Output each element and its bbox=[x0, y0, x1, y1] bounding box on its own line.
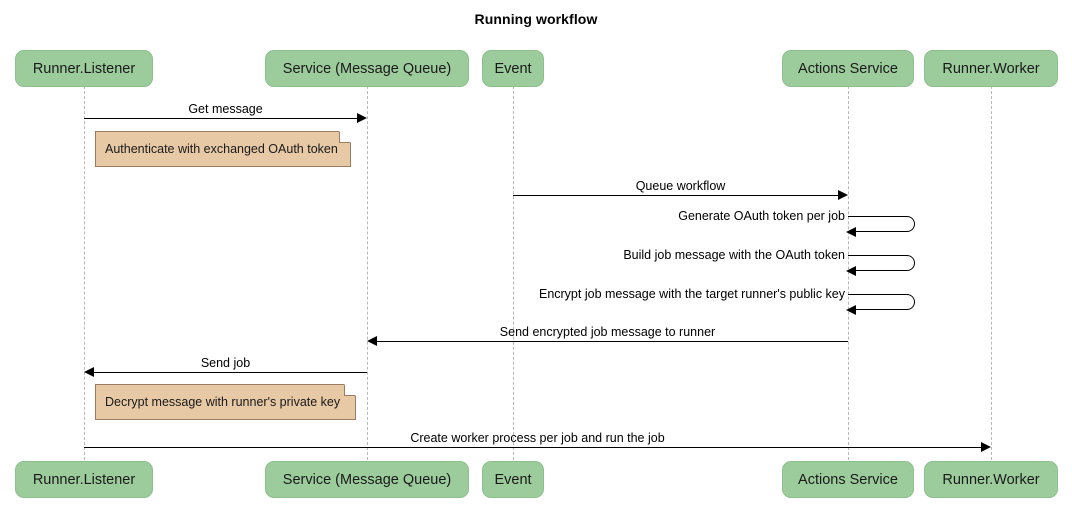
lifeline-event bbox=[513, 86, 514, 460]
message-label-build-job-message: Build job message with the OAuth token bbox=[623, 248, 845, 262]
participant-label: Runner.Worker bbox=[942, 60, 1040, 77]
arrowhead-encrypt-job-message bbox=[846, 305, 856, 315]
message-label-queue-workflow: Queue workflow bbox=[635, 179, 726, 193]
participant-event-top[interactable]: Event bbox=[482, 50, 544, 87]
message-line-create-worker-process bbox=[84, 447, 983, 448]
note-text: Authenticate with exchanged OAuth token bbox=[105, 142, 338, 156]
participant-label: Event bbox=[494, 471, 532, 488]
message-line-send-job bbox=[92, 372, 367, 373]
note-text: Decrypt message with runner's private ke… bbox=[105, 395, 341, 409]
selfloop-encrypt-job-message bbox=[848, 294, 915, 310]
participant-label: Runner.Worker bbox=[942, 471, 1040, 488]
message-label-send-job: Send job bbox=[200, 356, 251, 370]
arrowhead-get-message bbox=[357, 113, 367, 123]
arrowhead-create-worker-process bbox=[981, 442, 991, 452]
message-line-get-message bbox=[84, 118, 359, 119]
selfloop-generate-oauth-token bbox=[848, 216, 915, 232]
note-authenticate-oauth: Authenticate with exchanged OAuth token bbox=[95, 131, 351, 167]
arrowhead-generate-oauth-token bbox=[846, 227, 856, 237]
message-label-get-message: Get message bbox=[188, 102, 263, 116]
note-fold-edge bbox=[339, 132, 350, 143]
participant-runner-worker-bottom[interactable]: Runner.Worker bbox=[924, 461, 1058, 498]
note-decrypt-message: Decrypt message with runner's private ke… bbox=[95, 384, 356, 420]
diagram-title: Running workflow bbox=[474, 11, 598, 27]
lifeline-service-message-queue bbox=[367, 86, 368, 460]
participant-service-message-queue-top[interactable]: Service (Message Queue) bbox=[265, 50, 469, 87]
arrowhead-send-job bbox=[84, 367, 94, 377]
lifeline-runner-listener bbox=[84, 86, 85, 460]
participant-runner-worker-top[interactable]: Runner.Worker bbox=[924, 50, 1058, 87]
lifeline-runner-worker bbox=[991, 86, 992, 460]
message-label-send-encrypted-job-message: Send encrypted job message to runner bbox=[499, 325, 716, 339]
participant-actions-service-top[interactable]: Actions Service bbox=[782, 50, 914, 87]
participant-runner-listener-top[interactable]: Runner.Listener bbox=[15, 50, 153, 87]
participant-event-bottom[interactable]: Event bbox=[482, 461, 544, 498]
arrowhead-build-job-message bbox=[846, 266, 856, 276]
message-label-generate-oauth-token: Generate OAuth token per job bbox=[678, 209, 845, 223]
arrowhead-queue-workflow bbox=[838, 190, 848, 200]
message-line-send-encrypted-job-message bbox=[375, 341, 848, 342]
message-label-encrypt-job-message: Encrypt job message with the target runn… bbox=[538, 287, 845, 301]
participant-label: Actions Service bbox=[798, 471, 898, 488]
message-label-create-worker-process: Create worker process per job and run th… bbox=[410, 431, 665, 445]
arrowhead-send-encrypted-job-message bbox=[367, 336, 377, 346]
participant-label: Service (Message Queue) bbox=[282, 60, 452, 77]
selfloop-build-job-message bbox=[848, 255, 915, 271]
participant-label: Runner.Listener bbox=[32, 60, 136, 77]
participant-label: Actions Service bbox=[798, 60, 898, 77]
message-line-queue-workflow bbox=[513, 195, 840, 196]
participant-label: Runner.Listener bbox=[32, 471, 136, 488]
participant-runner-listener-bottom[interactable]: Runner.Listener bbox=[15, 461, 153, 498]
participant-service-message-queue-bottom[interactable]: Service (Message Queue) bbox=[265, 461, 469, 498]
note-fold-edge bbox=[344, 385, 355, 396]
participant-label: Service (Message Queue) bbox=[282, 471, 452, 488]
participant-label: Event bbox=[494, 60, 532, 77]
participant-actions-service-bottom[interactable]: Actions Service bbox=[782, 461, 914, 498]
